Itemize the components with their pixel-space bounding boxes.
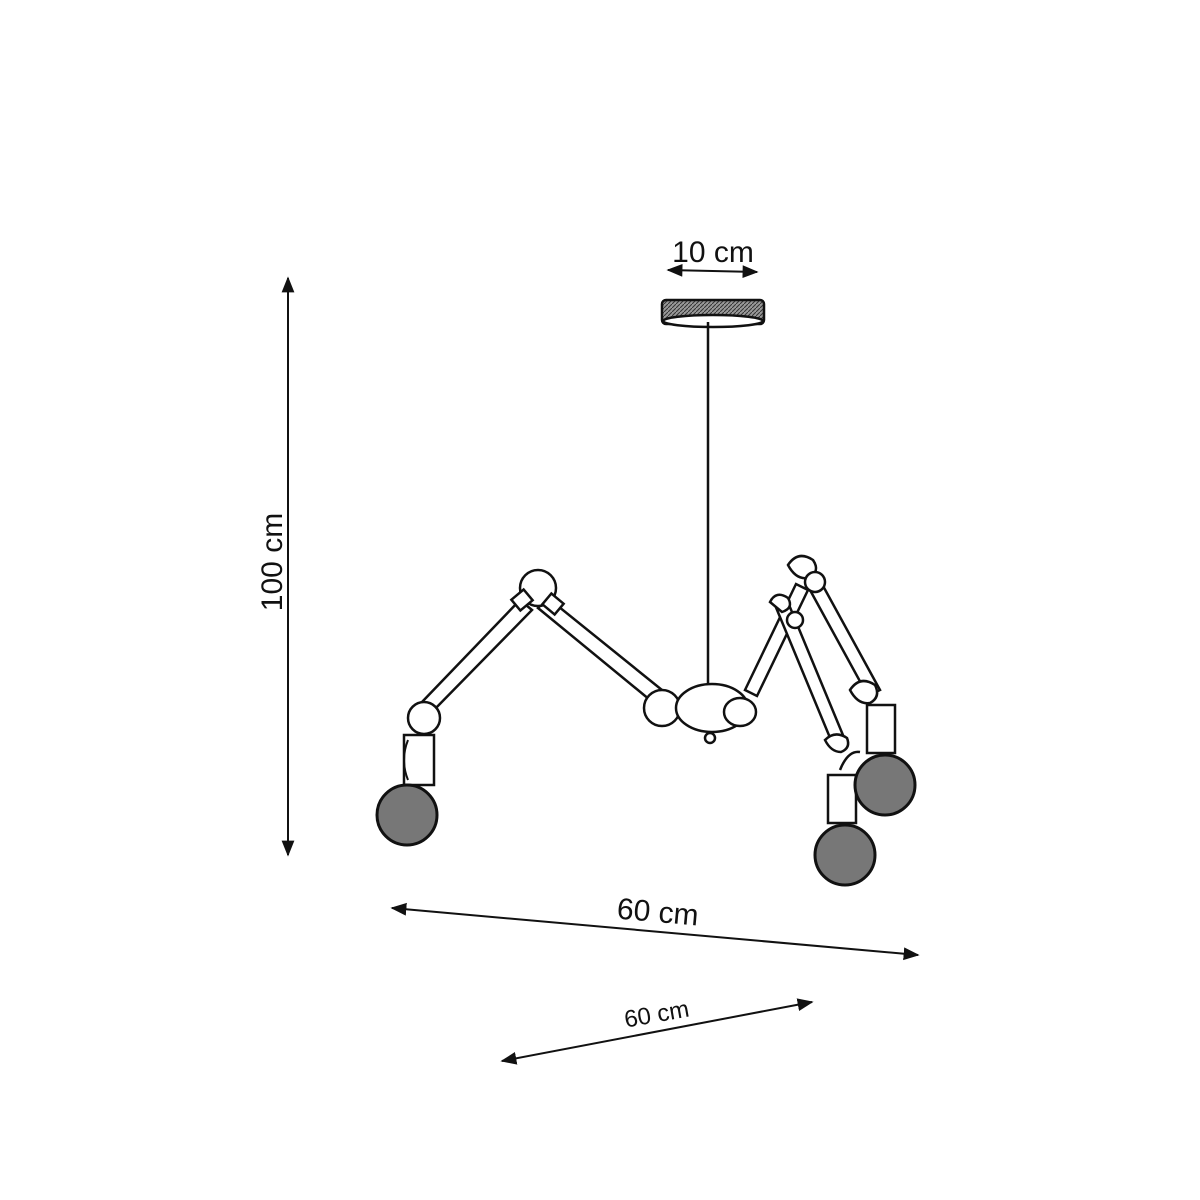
left-arm [375, 568, 664, 847]
depth-dimension: 60 cm [500, 996, 814, 1065]
ceiling-canopy [660, 298, 766, 329]
right-arms [743, 554, 917, 887]
width-dimension-line [390, 902, 920, 961]
central-hub [642, 682, 758, 745]
lamp-drawing [375, 298, 917, 887]
depth-dimension-line [500, 998, 814, 1065]
width-label: 60 cm [616, 893, 700, 933]
bulb-right-back [853, 753, 917, 817]
height-label: 100 cm [256, 513, 289, 611]
width-dimension: 60 cm [390, 893, 920, 961]
bulb-left [375, 783, 439, 847]
bulb-right-front [813, 823, 877, 887]
height-dimension: 100 cm [256, 276, 295, 857]
canopy-width-label: 10 cm [672, 236, 754, 269]
canopy-dimension: 10 cm [666, 236, 759, 279]
canopy-dimension-line [666, 263, 759, 279]
